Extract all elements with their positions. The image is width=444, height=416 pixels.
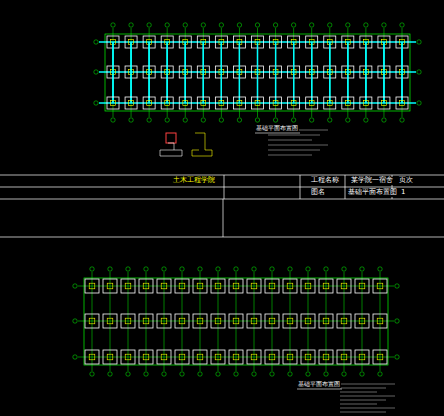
title-block-text: 土木工程学院 [172, 177, 216, 185]
title-block [0, 133, 444, 389]
foundation-plan [73, 267, 399, 376]
foundation-plan [94, 23, 421, 122]
footing-detail [160, 133, 212, 156]
title-block-text: 图名 [310, 189, 326, 197]
drawing-title: 基础平面布置图 [255, 125, 299, 132]
title-block-text: 基础平面布置图 [347, 189, 398, 197]
title-block-text: 工程名称 [310, 177, 340, 185]
title-block-text: 某学院一宿舍 [350, 177, 394, 185]
title-block-text: 页次 [398, 177, 414, 185]
title-block-text: 1 [400, 189, 406, 197]
notes [268, 130, 395, 412]
drawing-title: 基础平面布置图 [297, 381, 341, 388]
